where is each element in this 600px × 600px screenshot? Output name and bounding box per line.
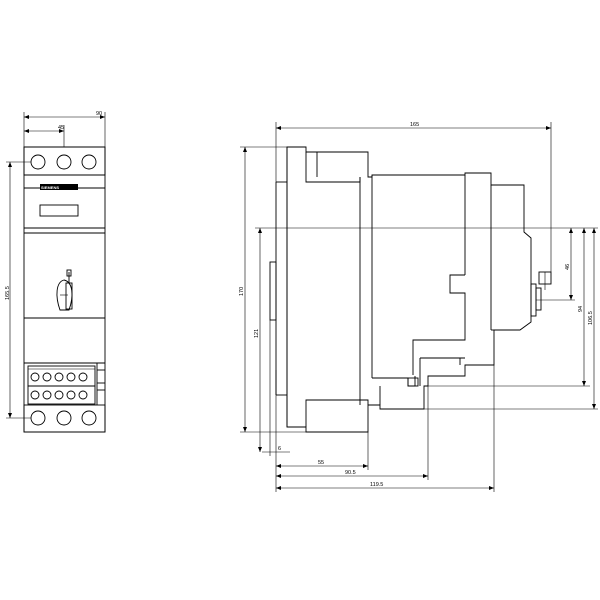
knob-side [530, 271, 552, 317]
terminal-screw [30, 154, 46, 170]
dim-label-165: 165 [410, 122, 419, 128]
dim-label-55: 55 [318, 460, 324, 466]
dim-side-119-5: 119.5 [276, 365, 495, 492]
din-rail-clip [269, 261, 277, 321]
dim-label-121: 121 [254, 329, 260, 338]
terminal-screw [56, 410, 72, 426]
dim-side-46: 46 [536, 228, 575, 301]
side-view: 165 170 121 6 55 [239, 122, 598, 492]
top-terminal-block [23, 146, 106, 176]
dim-front-half: 45 [24, 125, 65, 147]
side-outline [286, 146, 532, 433]
control-terminals-lower [27, 385, 96, 405]
dim-label-46: 46 [565, 264, 571, 270]
terminal-screw [81, 154, 97, 170]
dim-label-94: 94 [578, 306, 584, 312]
control-terminals-upper [27, 365, 96, 387]
dim-front-width: 90 [23, 111, 106, 147]
dim-label-90-5: 90.5 [345, 470, 356, 476]
brand-plate [40, 184, 78, 190]
terminal-screw [81, 410, 97, 426]
bottom-terminal-block [23, 404, 106, 433]
dim-side-rail-height: 121 [254, 227, 287, 452]
label-window [39, 204, 79, 217]
dim-front-height: 165.5 [5, 161, 31, 419]
dim-label-height: 165.5 [5, 286, 11, 300]
dim-side-90-5: 90.5 [276, 386, 429, 480]
dim-label-119-5: 119.5 [370, 482, 383, 488]
terminal-screw [30, 410, 46, 426]
terminal-screw [56, 154, 72, 170]
dim-side-55: 55 [275, 432, 369, 492]
dim-side-94: 94 [424, 228, 590, 387]
dim-label-6: 6 [278, 446, 281, 452]
dim-label-45: 45 [58, 125, 64, 131]
dim-side-6: 6 [262, 320, 290, 456]
dim-label-106-5: 106.5 [588, 311, 594, 325]
brand-label: SIEMENS [41, 185, 59, 190]
dim-side-106-5: 106.5 [424, 228, 598, 410]
dim-side-height: 170 [239, 146, 306, 433]
front-view: SIEMENS [5, 111, 106, 433]
rotary-handle [56, 269, 73, 311]
dim-side-depth: 165 [275, 122, 552, 272]
dim-label-90: 90 [96, 111, 102, 117]
dim-label-170: 170 [239, 287, 245, 296]
